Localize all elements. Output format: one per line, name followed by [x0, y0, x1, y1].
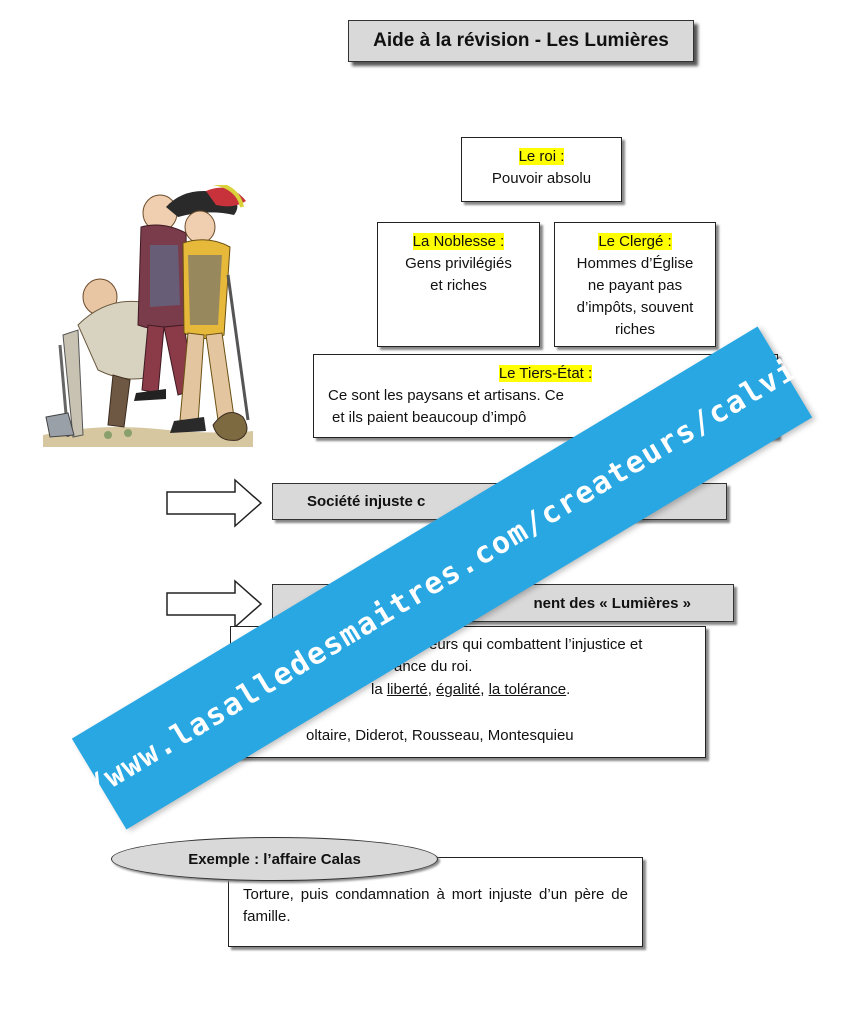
arrow-right-icon	[166, 579, 263, 629]
clergy-line: ne payant pas	[587, 277, 683, 294]
caricature-illustration	[43, 185, 253, 447]
arrow-right-icon	[166, 478, 263, 528]
nobility-line: Gens privilégiés	[405, 255, 512, 272]
value-liberte: liberté	[386, 681, 428, 698]
nobility-box: La Noblesse : Gens privilégiés et riches	[377, 222, 540, 347]
third-estate-label: Le Tiers-État :	[498, 365, 593, 382]
king-text: Pouvoir absolu	[491, 170, 592, 187]
king-box: Le roi : Pouvoir absolu	[461, 137, 622, 202]
example-label-oval: Exemple : l’affaire Calas	[111, 837, 438, 881]
king-label: Le roi :	[518, 148, 565, 165]
clergy-line: Hommes d’Église	[576, 255, 694, 272]
example-text: Torture, puis condamnation à mort injust…	[243, 886, 628, 925]
clergy-line: d’impôts, souvent	[576, 299, 694, 316]
third-estate-line: Ce sont les paysans et artisans. Ce	[328, 387, 564, 404]
third-estate-line: et ils paient beaucoup d’impô	[332, 409, 527, 426]
unjust-society-text: Société injuste c	[307, 493, 426, 510]
enlightenment-line: eurs qui combattent l’injustice et	[429, 636, 643, 653]
clergy-box: Le Clergé : Hommes d’Église ne payant pa…	[554, 222, 716, 347]
nobility-line: et riches	[430, 277, 487, 294]
philosophers-names: oltaire, Diderot, Rousseau, Montesquieu	[306, 727, 574, 744]
nobility-label: La Noblesse :	[412, 233, 505, 250]
enlightenment-line: ance du roi.	[394, 658, 473, 675]
clergy-line: riches	[614, 321, 655, 338]
clergy-label: Le Clergé :	[598, 233, 672, 250]
example-label: Exemple : l’affaire Calas	[188, 850, 361, 868]
page-title: Aide à la révision - Les Lumières	[348, 20, 694, 62]
enlightenment-values-line: la liberté, égalité, la tolérance.	[371, 681, 571, 698]
enlightenment-title: nent des « Lumières »	[533, 594, 691, 612]
value-egalite: égalité	[436, 681, 481, 698]
value-tolerance: la tolérance	[488, 681, 567, 698]
